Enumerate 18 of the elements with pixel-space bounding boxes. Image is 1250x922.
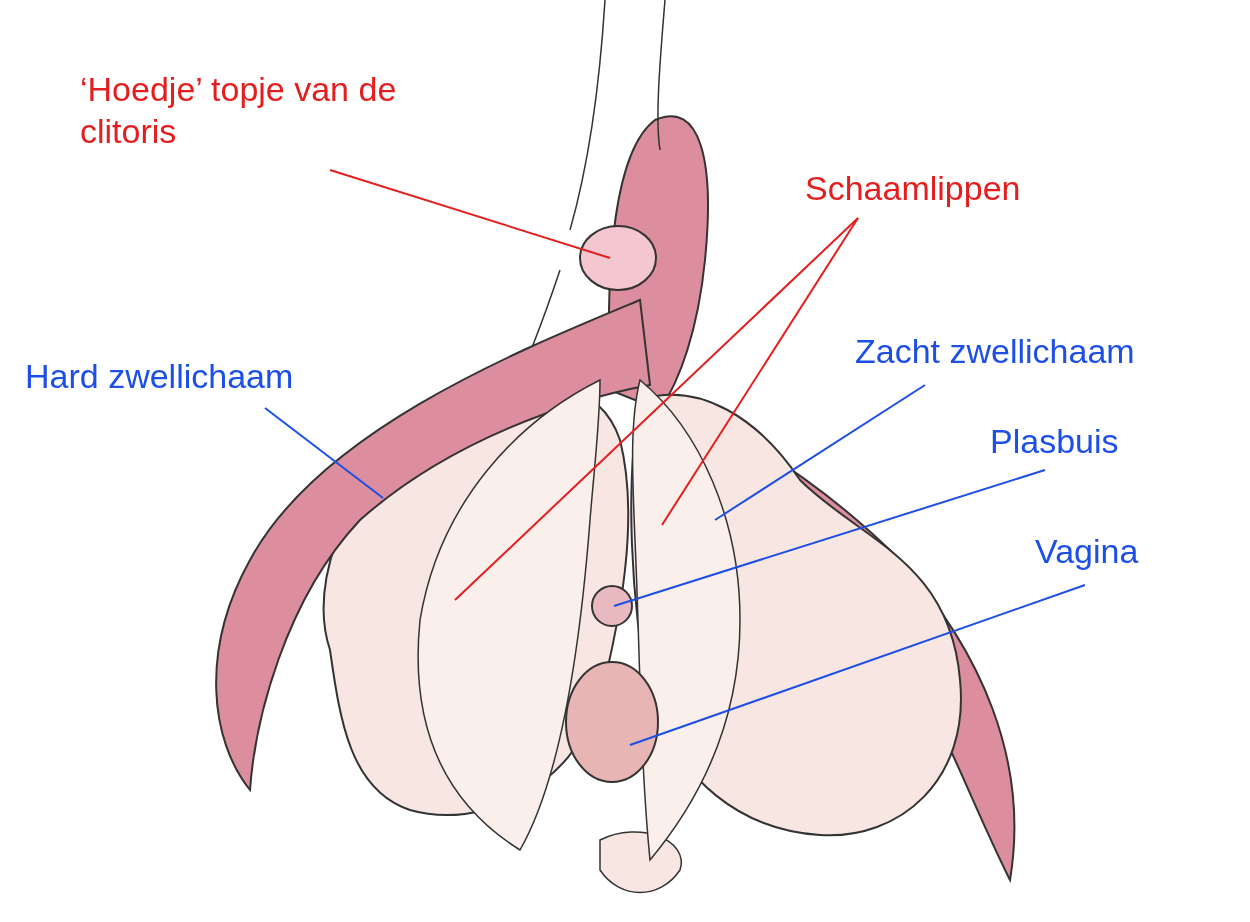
labium-shape bbox=[631, 379, 741, 861]
part-label: Hard zwellichaam bbox=[25, 355, 385, 397]
leader-line bbox=[454, 217, 859, 601]
leader-line bbox=[714, 384, 926, 521]
leader-line bbox=[629, 584, 1086, 746]
part-label: Plasbuis bbox=[990, 420, 1190, 462]
part-label: Schaamlippen bbox=[805, 167, 1105, 209]
vaginal-opening bbox=[565, 661, 659, 783]
leader-line bbox=[613, 469, 1046, 607]
urethra-opening bbox=[591, 585, 633, 627]
part-label: Vagina bbox=[1035, 530, 1235, 572]
leader-line bbox=[329, 169, 611, 259]
part-label: Zacht zwellichaam bbox=[855, 330, 1215, 372]
labium-shape bbox=[417, 379, 601, 851]
leader-line bbox=[661, 217, 859, 526]
glans-shape bbox=[579, 225, 657, 291]
part-label: ‘Hoedje’ topje van de clitoris bbox=[80, 68, 460, 152]
leader-line bbox=[264, 407, 384, 499]
